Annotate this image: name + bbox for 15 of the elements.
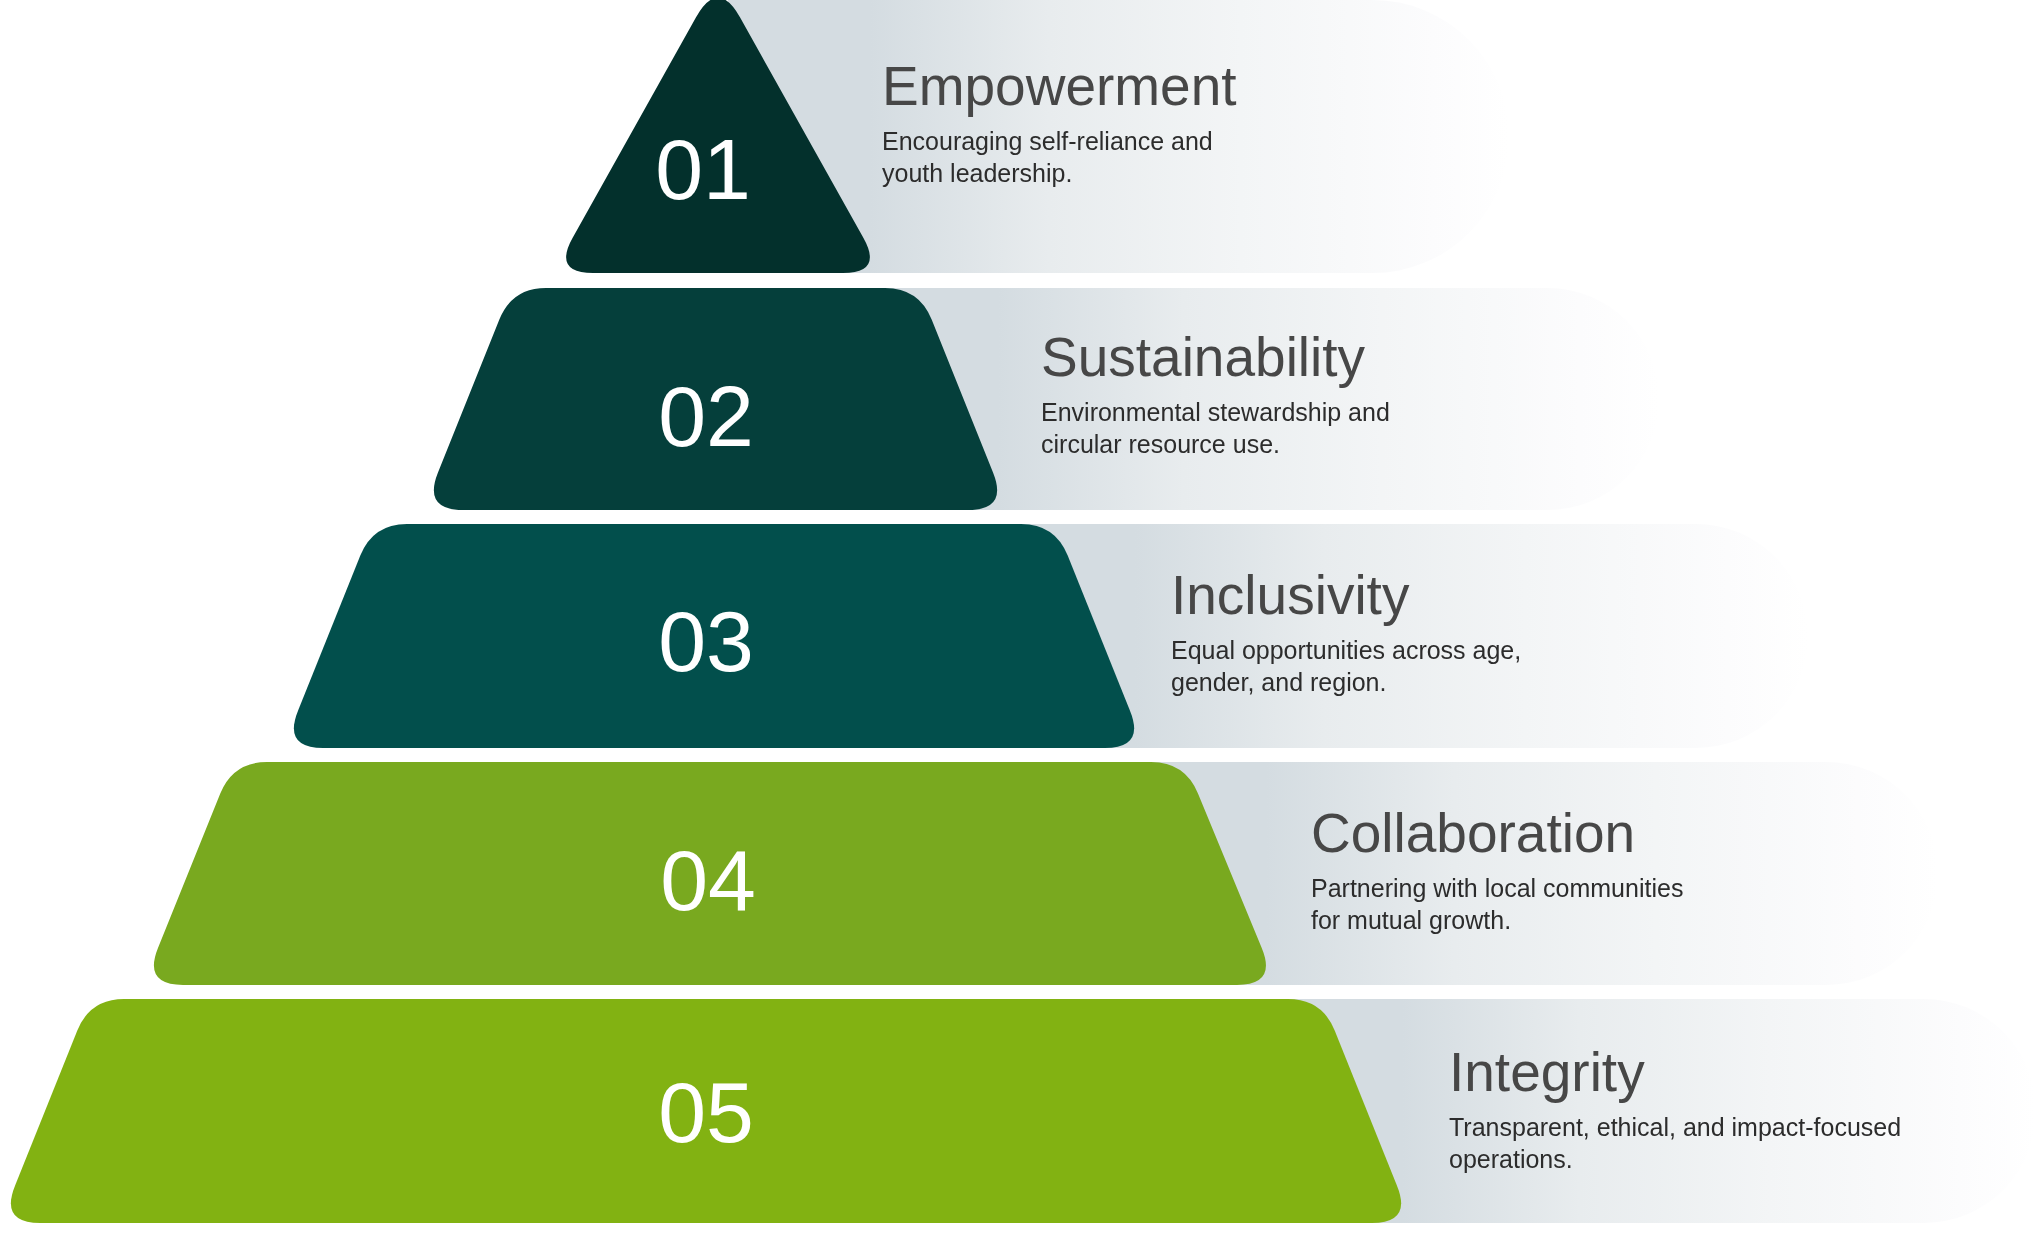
tier-heading: Integrity [1449, 1040, 1645, 1105]
tier-description: Equal opportunities across age, gender, and region. [1171, 635, 1523, 698]
tier-description: Environmental stewardship and circular resource use. [1041, 397, 1391, 460]
tier-number: 05 [658, 1069, 754, 1155]
tier-heading: Empowerment [882, 54, 1237, 119]
tier-number: 04 [660, 837, 756, 923]
tier-description: Partnering with local communities for mutual growth. [1311, 873, 1685, 936]
tier-heading: Collaboration [1311, 801, 1636, 866]
tier-number: 01 [655, 126, 751, 212]
tier-heading: Inclusivity [1171, 563, 1410, 628]
tier-number: 03 [658, 598, 754, 684]
tier-description: Encouraging self-reliance and youth leadership. [882, 126, 1214, 189]
tier-number: 02 [658, 373, 754, 459]
tier-description: Transparent, ethical, and impact-focused operations. [1449, 1112, 1903, 1175]
tier-heading: Sustainability [1041, 325, 1366, 390]
